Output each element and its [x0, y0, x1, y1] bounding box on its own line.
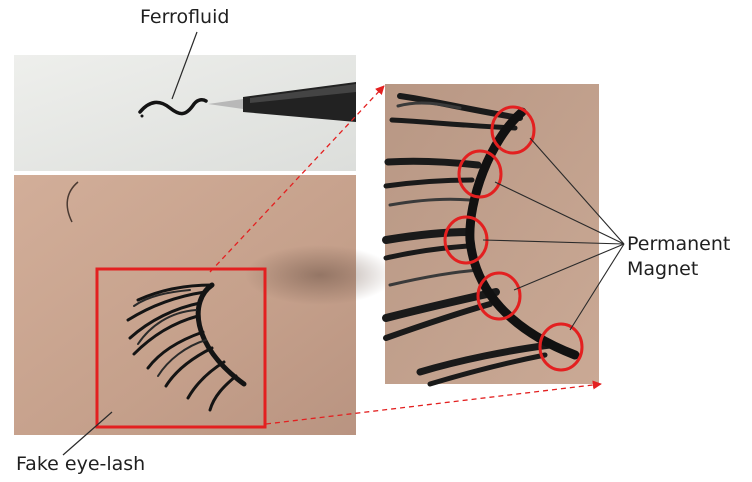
ferrofluid-label: Ferrofluid	[140, 5, 229, 29]
permanent-magnet-label-line2: Magnet	[627, 257, 730, 282]
permanent-magnet-label-line1: Permanent	[627, 232, 730, 257]
ferrofluid-photo	[14, 55, 356, 171]
ferrofluid-dot	[141, 115, 144, 118]
hand-shadow	[245, 245, 395, 305]
eyelash-photo	[14, 175, 395, 435]
eyelash-photo-background	[14, 175, 356, 435]
zoom-photo	[385, 84, 599, 384]
fake-eyelash-label: Fake eye-lash	[16, 452, 145, 476]
permanent-magnet-label: Permanent Magnet	[627, 232, 730, 282]
